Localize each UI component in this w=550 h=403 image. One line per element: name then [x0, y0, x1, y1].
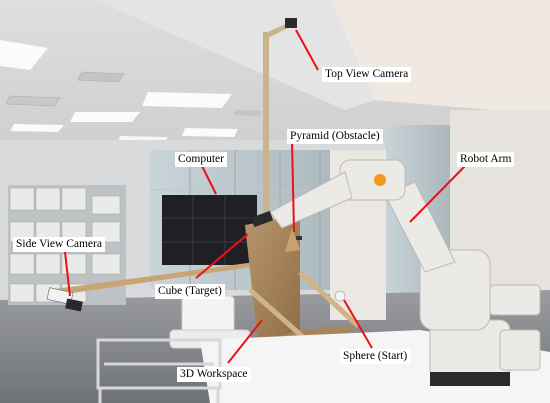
label-computer: Computer	[175, 152, 227, 167]
ceiling-light	[0, 40, 48, 70]
annotation-arrows	[64, 29, 467, 364]
label-cube-target: Cube (Target)	[155, 284, 225, 299]
top-view-camera	[285, 18, 297, 28]
ceiling-light	[10, 124, 64, 132]
arrow-cube-target	[195, 233, 249, 279]
computer	[162, 195, 257, 265]
ceiling-bulkhead	[330, 0, 550, 115]
robot-arm	[269, 159, 541, 381]
sphere-start	[334, 290, 346, 302]
arrow-pyramid-obstacle	[291, 141, 295, 233]
label-top-view-camera: Top View Camera	[322, 67, 412, 82]
arrow-top-view-camera	[295, 29, 319, 71]
ceiling-light	[70, 112, 140, 122]
arrow-sphere-start	[343, 299, 373, 349]
label-robot-arm: Robot Arm	[457, 152, 515, 167]
camera-pole	[263, 32, 269, 272]
label-side-view-camera: Side View Camera	[13, 237, 105, 252]
wooden-panel	[245, 215, 300, 343]
arrow-side-view-camera	[64, 251, 71, 297]
label-3d-workspace: 3D Workspace	[177, 367, 251, 382]
ceiling-light	[182, 128, 238, 137]
ceiling-light	[142, 92, 232, 108]
ceiling-vent	[234, 110, 262, 116]
gripper	[250, 210, 274, 228]
side-view-camera	[46, 287, 83, 312]
arrow-3d-workspace	[227, 319, 263, 364]
ceiling-panel	[95, 0, 375, 110]
pyramid-obstacle	[285, 228, 300, 252]
cart	[96, 338, 222, 403]
arrow-computer	[201, 165, 217, 195]
ceiling-vent	[77, 71, 125, 83]
arm-warning-label	[374, 174, 386, 186]
label-sphere-start: Sphere (Start)	[340, 349, 411, 364]
label-pyramid-obstacle: Pyramid (Obstacle)	[287, 129, 383, 144]
arrow-robot-arm	[409, 164, 467, 223]
ceiling-vent	[5, 95, 61, 107]
